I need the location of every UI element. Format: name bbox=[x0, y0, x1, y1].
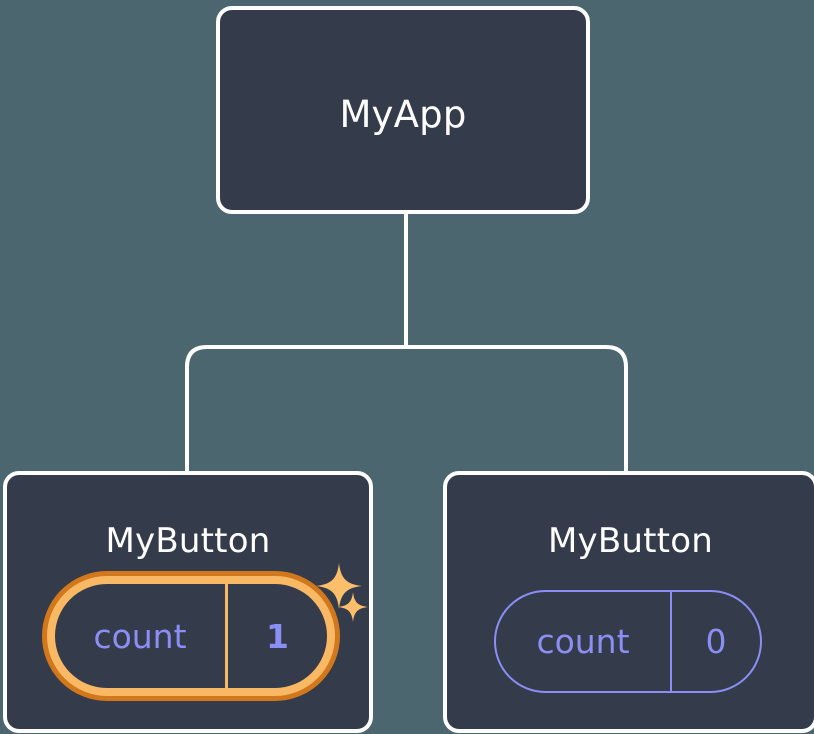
sparkle-icon-large bbox=[316, 563, 362, 609]
state-value-label-right: 0 bbox=[705, 622, 727, 661]
state-pill-inner: count 1 bbox=[55, 584, 327, 688]
state-pill-count-active[interactable]: count 1 bbox=[42, 571, 340, 701]
connector-branch bbox=[185, 345, 628, 471]
state-name-label-left: count bbox=[55, 584, 228, 688]
state-value-label-left: 1 bbox=[266, 616, 289, 656]
node-title-mybutton-right: MyButton bbox=[548, 521, 713, 561]
sparkle-icon-small bbox=[338, 592, 368, 622]
state-name-label-right: count bbox=[496, 592, 672, 691]
node-title-myapp: MyApp bbox=[339, 93, 467, 136]
state-pill-count-inactive[interactable]: count 0 bbox=[494, 590, 762, 693]
node-title-mybutton-left: MyButton bbox=[105, 521, 271, 561]
component-node-myapp[interactable]: MyApp bbox=[216, 6, 590, 214]
